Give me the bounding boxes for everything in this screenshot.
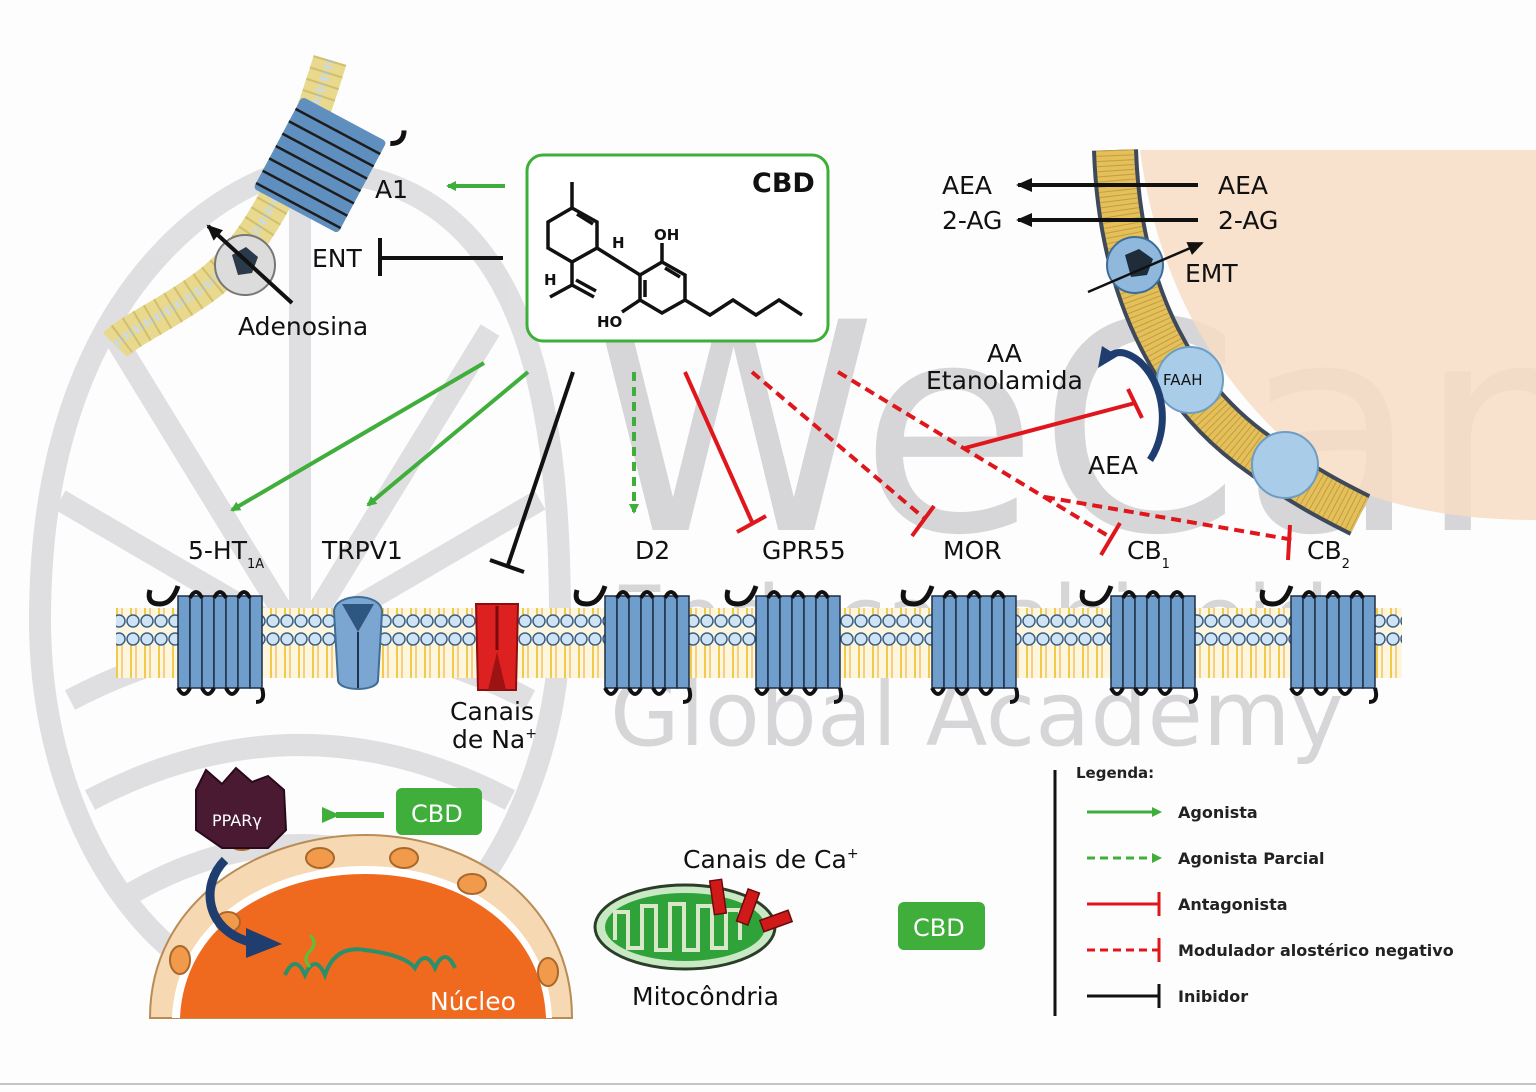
cbd-structure-box: CBD OH HO H H <box>525 153 830 343</box>
nucleus-label: Núcleo <box>430 987 516 1016</box>
legend-item: Inibidor <box>1087 984 1248 1008</box>
2ag-left-label: 2-AG <box>942 206 1002 235</box>
enzyme-icon <box>1251 431 1319 499</box>
trpv1-agonist-arrow <box>366 370 530 507</box>
cbd-badge-mitochondria <box>898 902 985 950</box>
cb2-receptor-icon <box>1259 585 1379 704</box>
cbd-badge-ppar <box>396 788 482 835</box>
adenosine-label: Adenosina <box>238 312 368 341</box>
d2-receptor-icon <box>573 585 693 704</box>
aea-bottom-label: AEA <box>1088 451 1138 480</box>
nav-label-line1: Canais <box>450 697 534 726</box>
faah-antagonist-line <box>964 388 1144 450</box>
nav-inhibitor-line <box>489 371 575 574</box>
cbd-oh-bottom: HO <box>597 313 622 331</box>
faah-arrowhead-icon <box>1098 346 1118 368</box>
5ht1a-label: 5-HT1A <box>188 536 264 572</box>
5ht1a-agonist-arrow <box>230 361 486 512</box>
cb1-receptor-icon <box>1079 585 1199 704</box>
legend-label: Agonista Parcial <box>1178 849 1324 868</box>
gpr55-receptor-icon <box>724 585 844 704</box>
a1-label: A1 <box>375 175 408 204</box>
a1-receptor-icon <box>254 97 407 233</box>
cbd-badge-ppar-label: CBD <box>411 800 463 828</box>
ppar-label: PPARγ <box>212 811 262 830</box>
cbd-oh-top: OH <box>654 226 679 244</box>
aa-label: AA <box>987 339 1022 368</box>
cb2-label: CB2 <box>1307 536 1350 572</box>
mor-label: MOR <box>943 536 1002 565</box>
cbd-badge-mitochondria-label: CBD <box>913 914 965 942</box>
aea-right-label: AEA <box>1218 171 1268 200</box>
legend-item: Agonista Parcial <box>1087 849 1324 868</box>
legend-item: Modulador alostérico negativo <box>1087 938 1454 962</box>
ppar-gamma-icon <box>195 766 288 849</box>
mitochondria-label: Mitocôndria <box>632 982 779 1011</box>
gpr55-label: GPR55 <box>762 536 846 565</box>
nucleus-icon <box>148 829 574 1019</box>
trpv1-label: TRPV1 <box>321 536 403 565</box>
mor-receptor-icon <box>900 585 1020 704</box>
na-channel-icon <box>474 603 520 691</box>
legend-arrowhead-icon <box>1152 853 1162 863</box>
ca-channels-label: Canais de Ca+ <box>683 845 859 874</box>
mitochondria-icon <box>593 878 794 971</box>
2ag-right-label: 2-AG <box>1218 206 1278 235</box>
legend-title: Legenda: <box>1076 764 1154 782</box>
d2-label: D2 <box>635 536 670 565</box>
cb1-nam-line <box>836 370 1122 557</box>
faah-hydrolysis-arrow <box>1107 349 1166 462</box>
ent-inhibitor-line <box>378 238 503 276</box>
legend-label: Inibidor <box>1178 987 1248 1006</box>
nav-label-line2: de Na+ <box>452 725 537 754</box>
aea-left-label: AEA <box>942 171 992 200</box>
mor-nam-line <box>750 370 936 538</box>
ppar-arrowhead-icon <box>246 928 282 958</box>
cbd-h-right: H <box>612 234 625 252</box>
legend-item: Antagonista <box>1087 892 1288 916</box>
faah-label: FAAH <box>1163 371 1202 389</box>
emt-label: EMT <box>1185 259 1238 288</box>
ent-transporter-icon <box>206 224 294 305</box>
page-bottom-border <box>0 1083 1536 1085</box>
legend-arrowhead-icon <box>1152 807 1162 817</box>
etanolamida-label: Etanolamida <box>926 366 1083 395</box>
cb1-label: CB1 <box>1127 536 1170 572</box>
legend-label: Antagonista <box>1178 895 1288 914</box>
5ht1a-receptor-icon <box>146 585 266 704</box>
gpr55-antagonist-line <box>683 371 767 534</box>
emt-transport-arrow <box>1087 241 1204 294</box>
trpv1-channel-icon <box>332 596 384 690</box>
ent-label: ENT <box>312 244 362 273</box>
legend-label: Agonista <box>1178 803 1258 822</box>
cbd-molecule-icon <box>546 182 803 318</box>
cbd-title: CBD <box>752 168 815 199</box>
legend-item: Agonista <box>1087 803 1258 822</box>
ppar-translocation-arrow <box>205 856 252 947</box>
gpcr-receptor-layer <box>146 585 1379 704</box>
endocannabinoid-cell <box>1092 149 1536 536</box>
cb2-nam-line <box>1044 495 1295 561</box>
cbd-h-left: H <box>544 271 557 289</box>
legend-label: Modulador alostérico negativo <box>1178 941 1454 960</box>
